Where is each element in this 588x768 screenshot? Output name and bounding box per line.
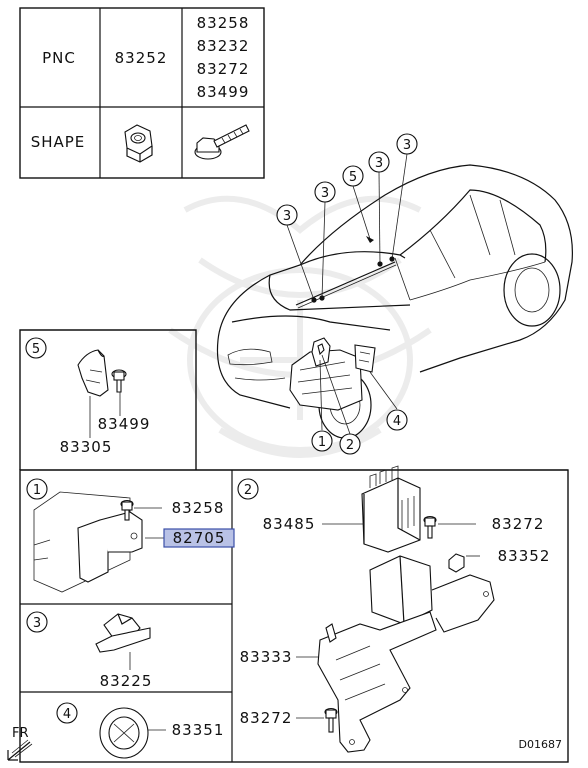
part-number-83352: 83352 xyxy=(498,547,551,565)
part-number-83305: 83305 xyxy=(60,438,113,456)
clip-83225-icon xyxy=(95,613,151,653)
vehicle-outline xyxy=(216,164,573,439)
part-number-83258: 83258 xyxy=(172,499,225,517)
part-number-83225: 83225 xyxy=(100,672,153,690)
panel-5: 5 83499 83305 xyxy=(25,337,151,456)
module-83485-icon xyxy=(361,465,421,553)
panel-number: 1 xyxy=(33,483,41,498)
shape-header: SHAPE xyxy=(31,133,86,151)
pnc-value: 83258 xyxy=(197,14,250,32)
pnc-value-83252: 83252 xyxy=(115,49,168,67)
callout-number: 5 xyxy=(349,170,357,185)
highlighted-part-box[interactable] xyxy=(163,528,235,548)
part-number-83333: 83333 xyxy=(240,648,293,666)
callout-number: 3 xyxy=(375,156,383,171)
callout-number: 3 xyxy=(283,209,291,224)
hex-nut-icon xyxy=(124,124,153,163)
callout-number: 1 xyxy=(318,435,326,450)
part-number-83351: 83351 xyxy=(172,721,225,739)
pnc-value: 83232 xyxy=(197,37,250,55)
callout-number: 3 xyxy=(403,138,411,153)
panel-2: 2 83485 83272 83352 xyxy=(237,465,551,753)
part-number-83272-lower: 83272 xyxy=(240,709,293,727)
engine-bay-parts xyxy=(289,337,376,411)
bolt-83258-icon xyxy=(120,499,134,521)
fastener-markers xyxy=(311,236,395,303)
car-callout-circles: 3 3 5 3 3 1 2 4 xyxy=(276,133,418,455)
callout-number: 2 xyxy=(346,438,354,453)
front-direction-indicator: FR xyxy=(7,726,33,761)
panel-number: 2 xyxy=(244,483,252,498)
control-unit-icon xyxy=(33,491,143,593)
highlighted-part-number[interactable]: 82705 xyxy=(173,529,226,547)
callout-number: 3 xyxy=(321,186,329,201)
pnc-shape-table: PNC SHAPE 83252 83258 83232 83272 83499 xyxy=(19,7,265,179)
bolt-83499-icon xyxy=(111,369,127,393)
grommet-83351-icon xyxy=(99,707,149,759)
panel-3: 3 83225 xyxy=(26,611,153,690)
panel-number: 5 xyxy=(32,342,40,357)
panel-1: 1 83258 82705 xyxy=(26,478,235,593)
panel-number: 4 xyxy=(63,707,71,722)
bolt-83272-lower-icon xyxy=(324,707,338,733)
bolt-83272-icon xyxy=(423,515,437,539)
panel-number: 3 xyxy=(33,616,41,631)
callout-number: 4 xyxy=(393,414,401,429)
detail-panel-frames xyxy=(19,329,569,763)
diagram-id: D01687 xyxy=(519,738,562,751)
front-label: FR xyxy=(12,726,29,741)
bracket-83305-icon xyxy=(77,349,109,397)
pnc-value: 83499 xyxy=(197,83,250,101)
part-number-83499: 83499 xyxy=(98,415,151,433)
bracket-83333-icon xyxy=(317,555,495,753)
pnc-value: 83272 xyxy=(197,60,250,78)
panel-4: 4 83351 xyxy=(56,702,225,759)
car-callout-leaders xyxy=(286,153,408,435)
part-number-83485: 83485 xyxy=(263,515,316,533)
part-number-83272: 83272 xyxy=(492,515,545,533)
pnc-header: PNC xyxy=(42,49,76,67)
flange-bolt-icon xyxy=(194,124,250,160)
nut-83352-icon xyxy=(448,553,465,573)
